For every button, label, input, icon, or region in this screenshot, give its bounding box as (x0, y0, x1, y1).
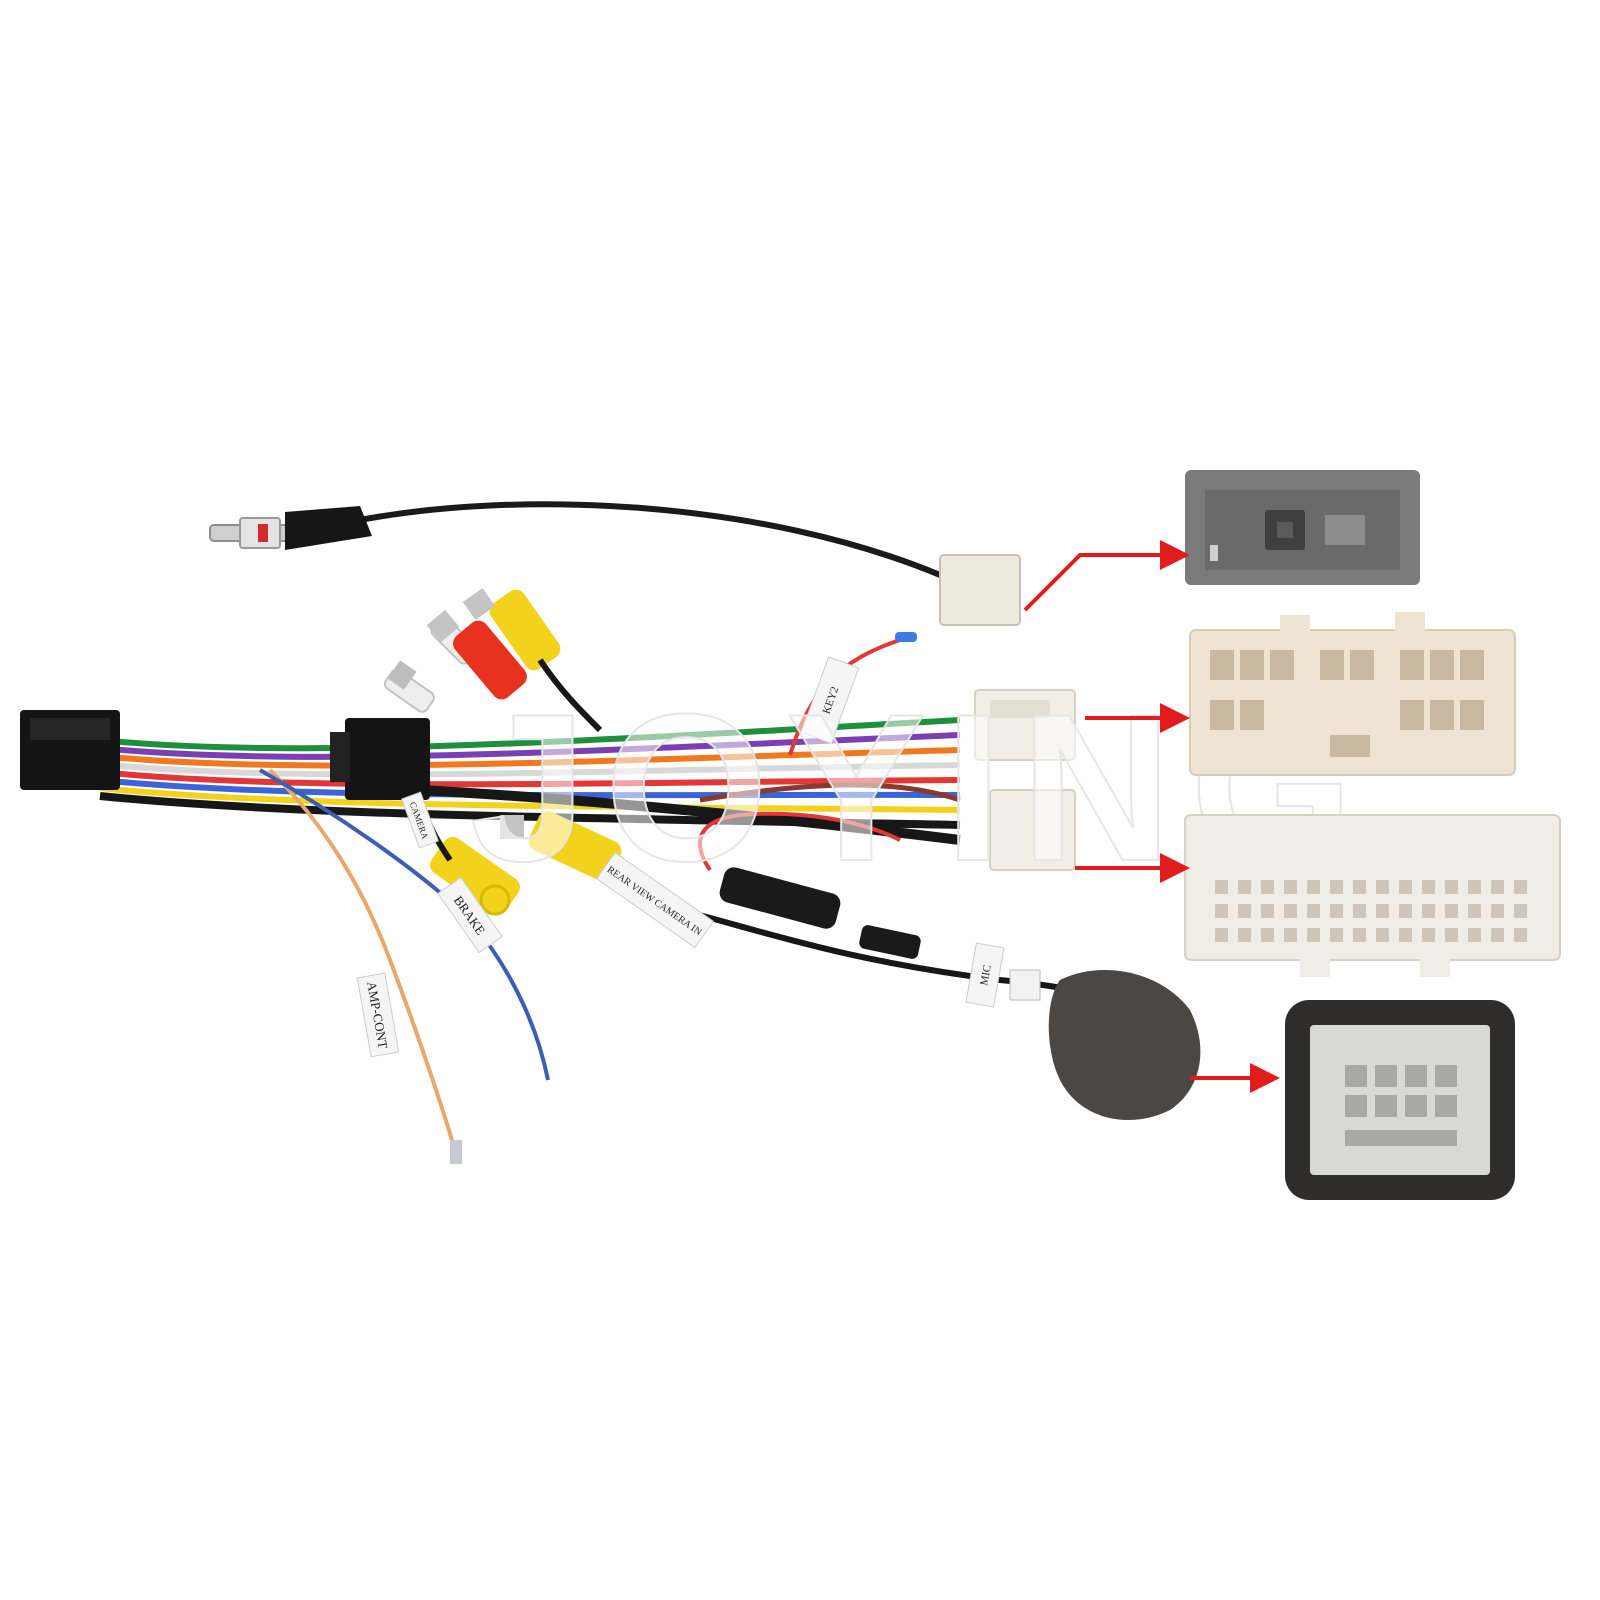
connector-pin (1491, 928, 1504, 942)
connector-pin (1353, 928, 1366, 942)
connector-pin (1399, 880, 1412, 894)
main-wire-bundle (99, 717, 961, 845)
rca-plug-white-1 (383, 660, 435, 713)
connector-pin (1514, 880, 1527, 894)
connector-pin (1261, 904, 1274, 918)
connector-pin (1284, 904, 1297, 918)
connector-pin (1215, 928, 1228, 942)
connector-pin (1353, 904, 1366, 918)
connector-pin (1238, 904, 1251, 918)
rca-plug-red (426, 609, 527, 700)
beige-connector-closeup (1189, 612, 1516, 776)
white-connector-lower (989, 789, 1076, 871)
tag-mic: MIC (965, 942, 1005, 1008)
connector-pin (1468, 928, 1481, 942)
arrow-antenna (1023, 540, 1190, 612)
foam-connector-closeup (1285, 1000, 1515, 1200)
arrow-white (1075, 853, 1190, 883)
connector-pin (1307, 904, 1320, 918)
tag-amp-cont: AMP-CONT (356, 972, 400, 1058)
connector-pin (1376, 904, 1389, 918)
connector-pin (1468, 904, 1481, 918)
arrow-foam (1190, 1063, 1280, 1093)
connector-pin (1330, 904, 1343, 918)
white-connector-pins (1215, 880, 1527, 942)
white-connector-upper (974, 689, 1076, 761)
tag-mic-text: MIC (978, 964, 993, 987)
connector-pin (1376, 880, 1389, 894)
connector-pin (1445, 880, 1458, 894)
tag-camera: CAMERA (401, 791, 439, 849)
connector-pin (1215, 880, 1228, 894)
connector-pin (1284, 880, 1297, 894)
white-connector-closeup (1184, 814, 1561, 977)
gray-antenna-connector-closeup (1185, 470, 1420, 585)
orange-amp-wire (268, 768, 462, 1164)
connector-pin (1238, 880, 1251, 894)
connector-pin (1261, 880, 1274, 894)
connector-pin (1445, 928, 1458, 942)
connector-pin (1215, 904, 1228, 918)
connector-pin (1399, 928, 1412, 942)
connector-pin (1422, 880, 1435, 894)
connector-pin (1422, 904, 1435, 918)
connector-pin (1491, 880, 1504, 894)
red-loop-wire (698, 811, 901, 872)
connector-pin (1284, 928, 1297, 942)
connector-pin (1422, 928, 1435, 942)
middle-black-connector (330, 718, 430, 800)
connector-pin (1307, 928, 1320, 942)
connector-pin (1399, 904, 1412, 918)
connector-pin (1353, 880, 1366, 894)
foam-connector-pins (1345, 1065, 1457, 1146)
connector-pin (1376, 928, 1389, 942)
connector-pin (1330, 928, 1343, 942)
connector-pin (1514, 928, 1527, 942)
connector-pin (1445, 904, 1458, 918)
tag-key: KEY2 (800, 656, 860, 744)
connector-pin (1261, 928, 1274, 942)
connector-pin (1238, 928, 1251, 942)
rca-plug-yellow-top (462, 588, 603, 733)
connector-pin (1491, 904, 1504, 918)
beige-connector-pins (1210, 650, 1484, 757)
left-harness-plug (20, 710, 120, 790)
connector-pin (1307, 880, 1320, 894)
arrow-beige (1085, 703, 1190, 733)
connector-pin (1330, 880, 1343, 894)
antenna-cable (209, 501, 1021, 626)
connector-pin (1468, 880, 1481, 894)
connector-pin (1514, 904, 1527, 918)
foam-connector (1048, 970, 1201, 1120)
